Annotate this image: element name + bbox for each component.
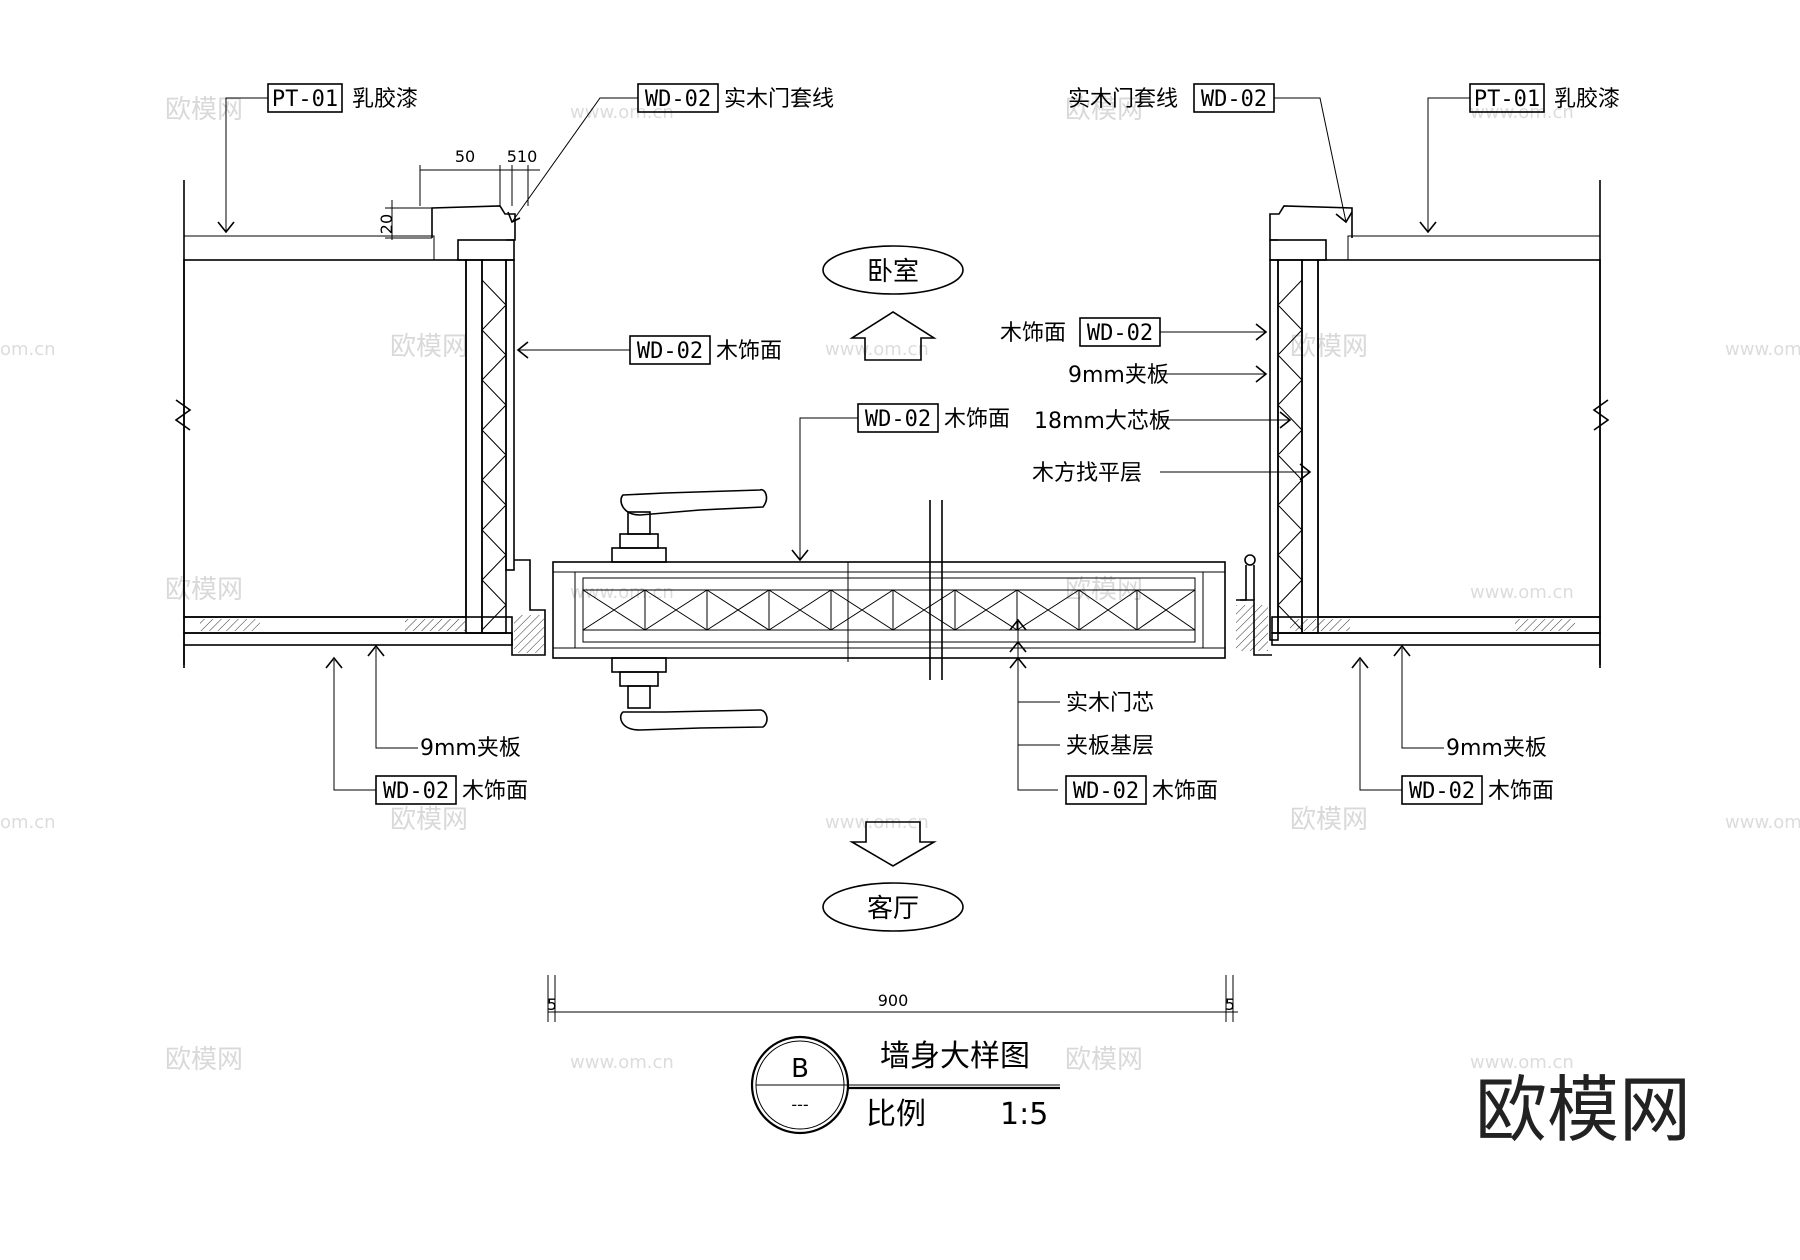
label-wood-veneer: 木饰面 [1000,321,1066,346]
label-latex-paint: 乳胶漆 [1554,87,1620,112]
label-wood-veneer: 木饰面 [944,407,1010,432]
watermark: www.om.cn [1725,339,1800,360]
dimension-overall: 900 5 5 [547,975,1238,1022]
watermark: om.cn [0,339,56,360]
section-symbol-letter: B [791,1054,809,1084]
tag-pt01: PT-01 [272,87,338,112]
arrow-up-icon [849,311,937,361]
dim-50: 50 [455,147,475,166]
left-wall [174,180,546,668]
label-latex-paint: 乳胶漆 [352,87,418,112]
watermark: om.cn [0,812,56,833]
label-door-casing: 实木门套线 [724,87,834,112]
label-9mm-plywood: 9mm夹板 [1068,363,1169,388]
tag-wd02: WD-02 [865,407,931,432]
title-block: B --- 墙身大样图 比例 1:5 [750,1035,1060,1135]
callout-right-bottom: 9mm夹板 WD-02 木饰面 [1351,644,1554,805]
callout-wd02-casing-left: WD-02 实木门套线 [507,83,834,224]
room-label-bedroom: 卧室 [867,257,919,287]
label-wood-veneer: 木饰面 [1152,779,1218,804]
door-handle-bottom [611,657,768,731]
watermark: www.om.cn [1725,812,1800,833]
label-wood-batten-leveling: 木方找平层 [1032,461,1142,486]
label-door-casing: 实木门套线 [1068,87,1178,112]
watermark: www.om.cn [570,102,674,123]
arrow-down-icon [849,821,937,867]
watermark: 欧模网 [1065,95,1143,125]
dim-510: 510 [507,147,538,166]
dim-20: 20 [377,214,396,234]
label-wood-veneer: 木饰面 [1488,779,1554,804]
label-18mm-blockboard: 18mm大芯板 [1034,409,1171,434]
watermark: www.om.cn [1470,582,1574,603]
section-symbol-sub: --- [791,1095,808,1114]
callout-pt01-right: PT-01 乳胶漆 [1419,83,1620,234]
watermark-layer: 欧模网 www.om.cn 欧模网 www.om.cn om.cn 欧模网 ww… [0,95,1800,1075]
callout-door-bottom: 实木门芯 夹板基层 WD-02 木饰面 [1009,618,1218,805]
dim-5: 5 [547,995,557,1014]
watermark: 欧模网 [1290,805,1368,835]
tag-wd02: WD-02 [1201,87,1267,112]
room-livingroom-marker: 客厅 [822,821,964,932]
tag-wd02: WD-02 [637,339,703,364]
watermark: 欧模网 [1290,332,1368,362]
callout-pt01-left: PT-01 乳胶漆 [217,83,418,234]
label-wood-veneer: 木饰面 [716,339,782,364]
watermark: 欧模网 [390,332,468,362]
tag-wd02: WD-02 [1087,321,1153,346]
door-handle-top [611,488,768,563]
label-solid-wood-core: 实木门芯 [1066,691,1154,716]
room-label-livingroom: 客厅 [867,894,919,924]
scale-value: 1:5 [1000,1097,1048,1132]
tag-wd02: WD-02 [645,87,711,112]
watermark: www.om.cn [1470,1052,1574,1073]
callout-left-bottom: 9mm夹板 WD-02 木饰面 [325,644,528,805]
drawing-title: 墙身大样图 [880,1039,1030,1074]
room-bedroom-marker: 卧室 [822,245,964,361]
tag-wd02: WD-02 [1073,779,1139,804]
watermark: 欧模网 [165,1045,243,1075]
watermark: 欧模网 [1065,1045,1143,1075]
scale-label: 比例 [866,1097,926,1132]
tag-pt01: PT-01 [1474,87,1540,112]
right-wall [1236,180,1610,668]
watermark: 欧模网 [390,805,468,835]
dim-900: 900 [878,991,909,1010]
watermark: www.om.cn [570,1052,674,1073]
label-wood-veneer: 木饰面 [462,779,528,804]
callout-wd02-casing-right: 实木门套线 WD-02 [1068,83,1353,224]
dim-5: 5 [1225,995,1235,1014]
label-plywood-base: 夹板基层 [1066,734,1154,759]
tag-wd02: WD-02 [383,779,449,804]
door-leaf [552,500,1226,680]
brand-logo-text: 欧模网 [1475,1068,1691,1152]
label-9mm-plywood: 9mm夹板 [420,736,521,761]
watermark: 欧模网 [165,95,243,125]
watermark: 欧模网 [165,575,243,605]
callout-wd02-jamb-left: WD-02 木饰面 [516,335,782,365]
watermark: www.om.cn [570,582,674,603]
tag-wd02: WD-02 [1409,779,1475,804]
dimension-casing: 50 510 20 [377,147,540,240]
callout-wd02-door: WD-02 木饰面 [791,403,1010,562]
watermark: www.om.cn [825,339,929,360]
callout-right-layers: 木饰面 WD-02 9mm夹板 18mm大芯板 木方找平层 [1000,317,1312,486]
label-9mm-plywood: 9mm夹板 [1446,736,1547,761]
